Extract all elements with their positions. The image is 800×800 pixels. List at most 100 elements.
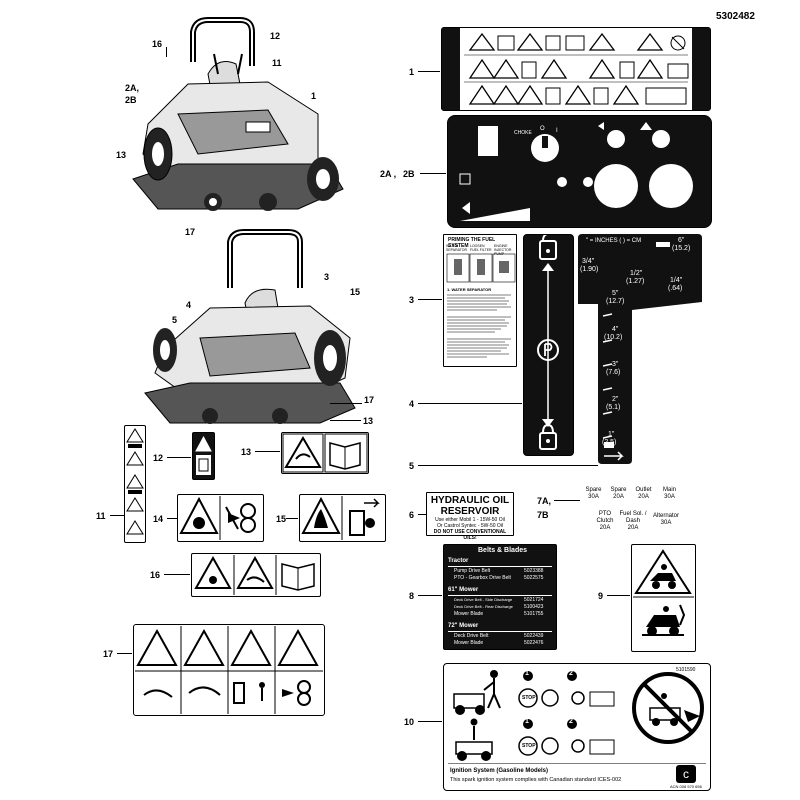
height-3in: 3": [612, 361, 619, 368]
callout-15: 15: [276, 514, 287, 524]
step-2b-label: 2: [569, 718, 573, 725]
height-2cm: (5.1): [606, 404, 621, 411]
stop-icon-2: STOP: [522, 743, 536, 749]
decal-3-fuel-priming: PRIMING THE FUEL SYSTEM WATER SEPARATOR …: [443, 234, 517, 367]
belt-row: Deck Drive Belt - Side Discharge: [454, 597, 513, 602]
choke-o: O: [540, 126, 545, 132]
callout-5-tractor: 5: [172, 315, 178, 325]
callout-13: 13: [241, 447, 252, 457]
callout-1: 1: [409, 67, 415, 77]
height-1cm: (2.5): [602, 439, 617, 446]
hydraulic-line5: DO NOT USE CONVENTIONAL OILS!: [433, 529, 507, 541]
callout-12-tractor: 12: [270, 31, 281, 41]
stop-icon: STOP: [522, 695, 536, 701]
choke-i: I: [556, 128, 558, 134]
height-6in: 6": [678, 237, 685, 244]
callout-16: 16: [150, 570, 161, 580]
height-5in: 5": [612, 290, 619, 297]
belt-num: 5021724: [524, 597, 544, 603]
callout-6-num: 6: [409, 510, 415, 520]
fuel-col-1: WATER SEPARATOR: [446, 244, 468, 252]
hydraulic-line4: Or Castrol Syntec - 5W-50 Oil: [436, 523, 504, 529]
step-2-label: 2: [569, 670, 573, 677]
height-header: " = INCHES ( ) = CM: [586, 238, 642, 244]
callout-9: 9: [598, 591, 604, 601]
callout-17: 17: [103, 649, 114, 659]
height-14cm: (.64): [668, 285, 683, 292]
hydraulic-line3: Use either Mobil 1 - 15W-50 Oil: [435, 517, 505, 523]
decal-6-hydraulic: HYDRAULIC OIL RESERVOIR Use either Mobil…: [426, 492, 514, 541]
acn-number: ACN 008 570 656: [670, 784, 702, 789]
belt-num: 5022439: [524, 633, 544, 639]
belts-title: Belts & Blades: [478, 547, 528, 554]
belts-tractor: Tractor: [448, 558, 469, 564]
tractor-illustration-top: [132, 17, 344, 211]
height-4in: 4": [612, 326, 619, 333]
height-5cm: (12.7): [606, 298, 625, 305]
decal-14: [177, 494, 264, 542]
callout-14: 14: [153, 514, 164, 524]
callout-7b: 7B: [537, 510, 549, 520]
callout-12: 12: [153, 453, 164, 463]
decal-17: [133, 624, 325, 716]
belt-num: 5100423: [524, 604, 544, 610]
decal-9: [631, 544, 696, 652]
belt-row: Mower Blade: [454, 640, 484, 646]
belt-row: Pump Drive Belt: [454, 568, 491, 574]
decal-10-part: 5101590: [676, 667, 696, 673]
height-4cm: (10.2): [604, 334, 623, 341]
part-number: 5302482: [716, 11, 755, 22]
decal-11: [124, 425, 146, 543]
step-1-label: 1: [525, 670, 529, 677]
height-6cm: (15.2): [672, 245, 691, 252]
callout-17-tractor: 17: [185, 227, 196, 237]
callout-13b-tractor: 13: [363, 416, 374, 426]
tractor-illustration-bottom: [144, 229, 356, 424]
callout-16-tractor: 16: [152, 39, 163, 49]
decal-15: [299, 494, 386, 542]
callout-1-tractor: 1: [311, 91, 317, 101]
callout-2a: 2A ,: [380, 169, 397, 179]
decal-12: [192, 432, 215, 480]
height-3cm: (7.6): [606, 369, 621, 376]
height-34cm: (1.90): [580, 266, 599, 273]
callout-4-tractor: 4: [186, 300, 192, 310]
decal-10: 1 2 STOP 1 2 STOP 5101590 Ignition Syste…: [443, 663, 711, 791]
callout-8: 8: [409, 591, 415, 601]
height-1in: 1": [608, 431, 615, 438]
ignition-title: Ignition System (Gasoline Models): [450, 768, 549, 774]
callout-11: 11: [96, 511, 106, 521]
belts-72: 72" Mower: [448, 623, 479, 629]
decal-4-park-brake: [523, 232, 574, 456]
callout-3-tractor: 3: [324, 272, 330, 282]
callout-10: 10: [404, 717, 415, 727]
decal-13: [281, 432, 369, 474]
callout-3: 3: [409, 295, 415, 305]
callout-15-tractor: 15: [350, 287, 361, 297]
height-12cm: (1.27): [626, 278, 645, 285]
callout-17b-tractor: 17: [364, 395, 375, 405]
callout-2b-tractor: 2B: [125, 95, 137, 105]
decal-2a-2b: CHOKE O I: [447, 115, 712, 228]
choke-label: CHOKE: [514, 130, 532, 136]
belt-num: 5022575: [524, 575, 544, 581]
ignition-text: This spark ignition system complies with…: [450, 777, 622, 783]
height-14in: 1/4": [670, 277, 683, 284]
belt-row: Mower Blade: [454, 611, 484, 617]
belt-row: Deck Drive Belt: [454, 633, 489, 639]
belt-num: 5022476: [524, 640, 544, 646]
step-1b-label: 1: [525, 718, 529, 725]
callout-13-tractor: 13: [116, 150, 127, 160]
decal-8-belts: Belts & Blades Tractor Pump Drive Belt 5…: [443, 544, 557, 650]
callout-2a-tractor: 2A,: [125, 83, 140, 93]
decal-5-height-of-cut: " = INCHES ( ) = CM 6" (15.2) 3/4" (1.90…: [578, 234, 702, 464]
height-12in: 1/2": [630, 270, 643, 277]
